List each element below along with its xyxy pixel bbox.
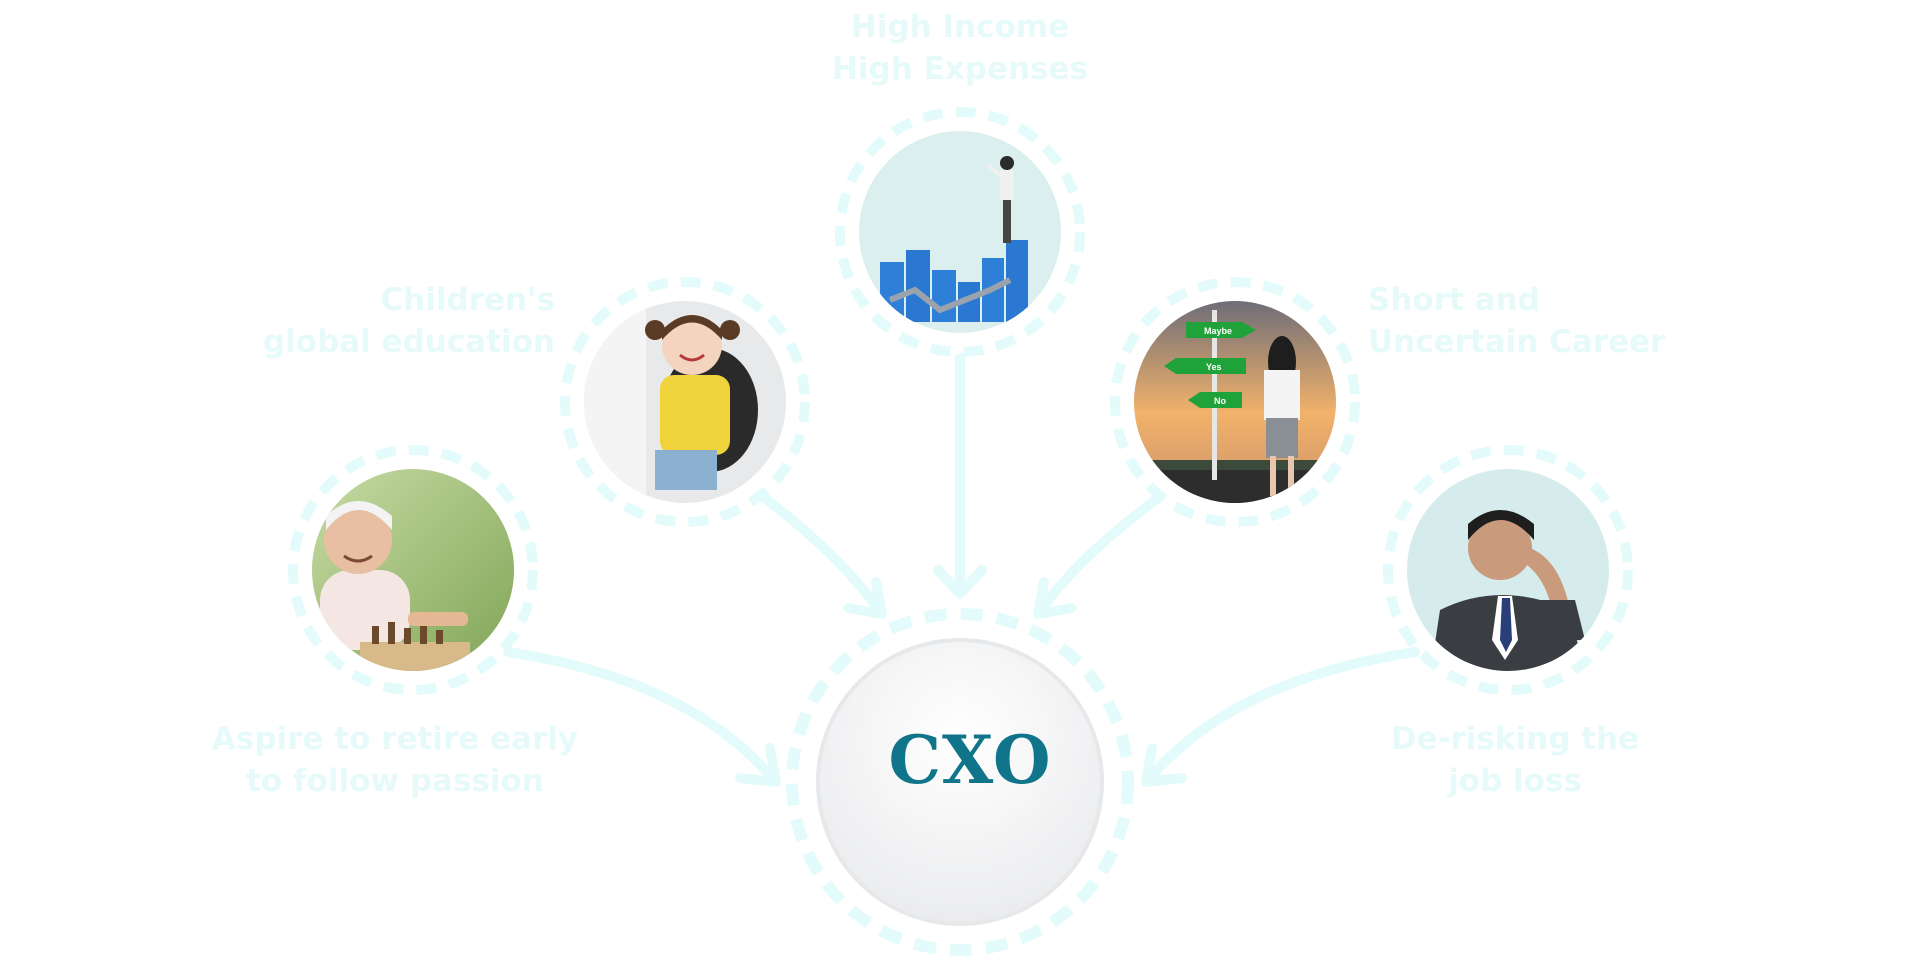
- businessman-on-chart-image: [859, 131, 1061, 333]
- label-uncertain-career-line1: Short and: [1368, 282, 1540, 318]
- label-uncertain-career: Short and Uncertain Career: [1368, 279, 1728, 363]
- signpost-maybe-text: Maybe: [1204, 326, 1232, 336]
- label-high-income: High Income High Expenses: [760, 6, 1160, 90]
- signpost-no-text: No: [1214, 396, 1226, 406]
- cxo-node: [786, 608, 1134, 956]
- signpost-yes-text: Yes: [1206, 362, 1222, 372]
- label-high-income-line2: High Expenses: [831, 51, 1088, 87]
- arrow-uncertain-career: [1033, 493, 1163, 619]
- label-retire-early-line1: Aspire to retire early: [211, 721, 579, 757]
- arrow-job-loss: [1141, 647, 1420, 787]
- arrow-retire-early: [503, 647, 781, 787]
- label-job-loss: De-risking the job loss: [1340, 718, 1690, 802]
- label-uncertain-career-line2: Uncertain Career: [1368, 324, 1666, 360]
- arrow-high-income: [933, 353, 987, 599]
- concern-node-children-education: [560, 277, 810, 527]
- label-high-income-line1: High Income: [850, 9, 1070, 45]
- label-children-education-line1: Children's: [380, 282, 555, 318]
- label-children-education-line2: global education: [262, 324, 555, 360]
- label-children-education: Children's global education: [205, 279, 555, 363]
- concern-node-job-loss: [1383, 445, 1633, 695]
- concern-node-uncertain-career: Maybe Yes No: [1110, 277, 1360, 527]
- label-job-loss-line2: job loss: [1448, 763, 1582, 799]
- elderly-man-chess-image: [312, 469, 514, 671]
- label-retire-early-line2: to follow passion: [246, 763, 544, 799]
- arrow-children-education: [760, 493, 887, 619]
- cxo-label: CXO: [888, 721, 1052, 799]
- concern-node-high-income: [835, 107, 1085, 357]
- connector-arrows: [503, 353, 1420, 787]
- label-retire-early: Aspire to retire early to follow passion: [200, 718, 590, 802]
- label-job-loss-line1: De-risking the: [1390, 721, 1640, 757]
- concern-node-retire-early: [288, 445, 538, 695]
- stressed-businessman-image: [1407, 469, 1609, 671]
